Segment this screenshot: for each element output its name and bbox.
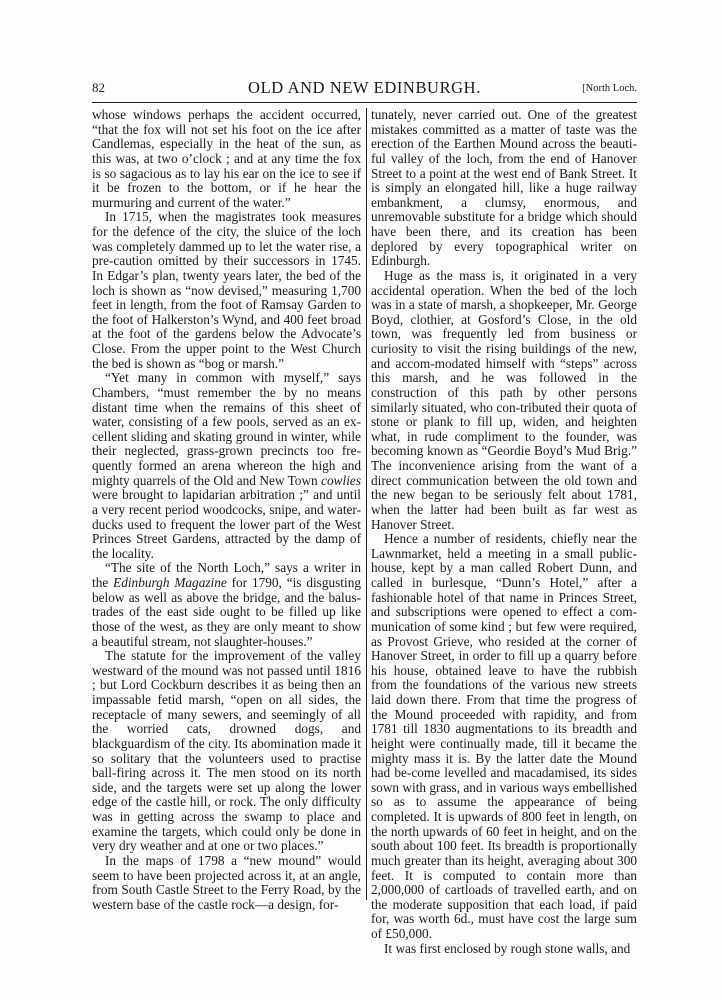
italic-title: Edinburgh Magazine (113, 575, 227, 590)
paragraph: The statute for the improvement of the v… (92, 648, 361, 854)
header-rule (92, 102, 637, 103)
paragraph-text: “The site of the North Loch,” says a wri… (92, 560, 361, 590)
running-head: 82 OLD AND NEW EDINBURGH. [North Loch. (92, 78, 637, 98)
page-number: 82 (92, 80, 105, 95)
paragraph: In 1715, when the magistrates took measu… (92, 209, 361, 371)
running-title: OLD AND NEW EDINBURGH. (248, 78, 481, 97)
paragraph: tunately, never carried out. One of the … (371, 107, 637, 269)
paragraph: In the maps of 1798 a “new mound” would … (92, 852, 361, 912)
left-column: whose windows perhaps the accident occur… (92, 107, 361, 912)
column-divider (366, 108, 367, 900)
italic-term: cowlies (321, 472, 361, 488)
paragraph-text: were brought to lapidarian arbitration ;… (92, 487, 361, 561)
paragraph: Hence a number of residents, chiefly nea… (371, 531, 637, 941)
paragraph-text: for 1790, “is disgusting below as well a… (92, 575, 361, 649)
paragraph: It was first enclosed by rough stone wal… (384, 940, 631, 956)
paragraph: whose windows perhaps the accident occur… (92, 107, 361, 210)
paragraph: “The site of the North Loch,” says a wri… (92, 561, 361, 649)
paragraph-text: “Yet many in common with myself,” says C… (92, 370, 361, 488)
paragraph: “Yet many in common with myself,” says C… (92, 370, 361, 561)
section-label: [North Loch. (582, 83, 637, 94)
right-column: tunately, never carried out. One of the … (371, 107, 637, 956)
paragraph: Huge as the mass is, it originated in a … (371, 267, 637, 532)
